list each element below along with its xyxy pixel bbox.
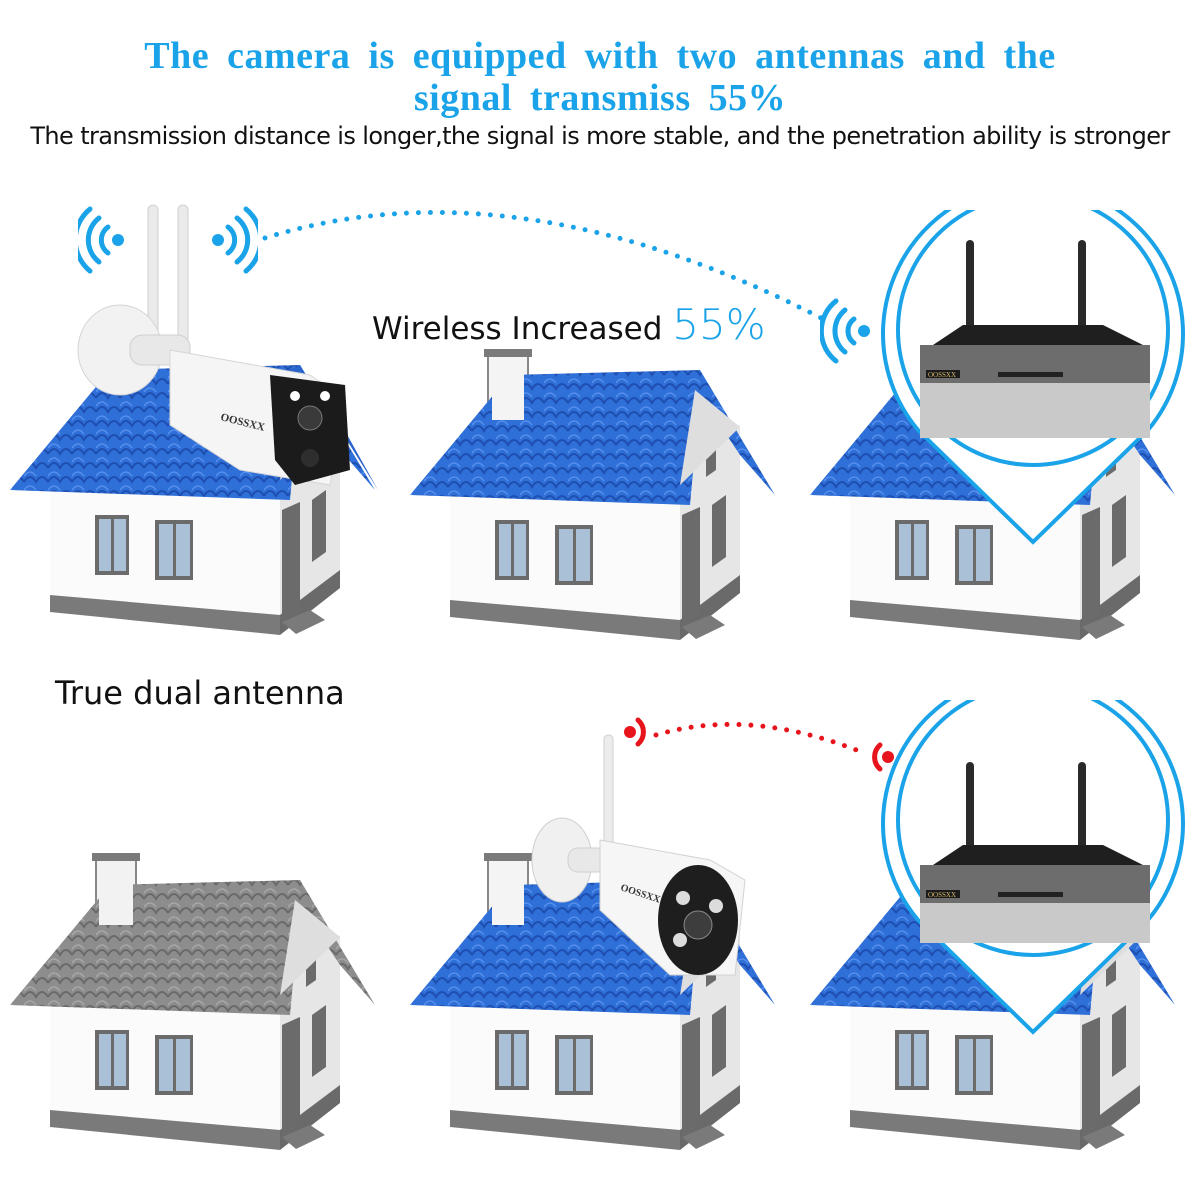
wifi-signal-left-icon <box>78 205 130 275</box>
weak-signal-right-icon <box>868 737 898 777</box>
nvr-brand-logo: OOSSXX <box>928 371 956 379</box>
house-top-middle <box>400 335 780 675</box>
wireless-increased-percent: 55% <box>672 300 766 349</box>
subtitle: The transmission distance is longer,the … <box>30 122 1170 150</box>
weak-signal-left-icon <box>620 712 650 752</box>
headline-line-2: signal transmiss 55% <box>413 77 787 119</box>
wifi-signal-right-icon <box>206 205 258 275</box>
wireless-increased-label: Wireless Increased 55% <box>372 300 766 349</box>
nvr-location-pin-bottom: OOSSXX <box>878 700 1188 1040</box>
headline-line-1: The camera is equipped with two antennas… <box>144 35 1056 77</box>
wireless-increased-text: Wireless Increased <box>372 311 663 347</box>
single-antenna-camera: OOSSXX <box>520 730 760 980</box>
signal-dotted-path-top <box>255 180 835 330</box>
dual-antenna-camera: OOSSXX <box>70 200 360 490</box>
signal-dotted-path-bottom <box>650 715 870 765</box>
house-bottom-left-gray <box>0 845 380 1185</box>
nvr-location-pin-top: OOSSXX <box>878 210 1188 550</box>
wifi-signal-receiver-icon <box>820 298 876 364</box>
true-dual-antenna-caption: True dual antenna <box>55 674 345 712</box>
nvr-brand-logo-bottom: OOSSXX <box>928 891 956 899</box>
